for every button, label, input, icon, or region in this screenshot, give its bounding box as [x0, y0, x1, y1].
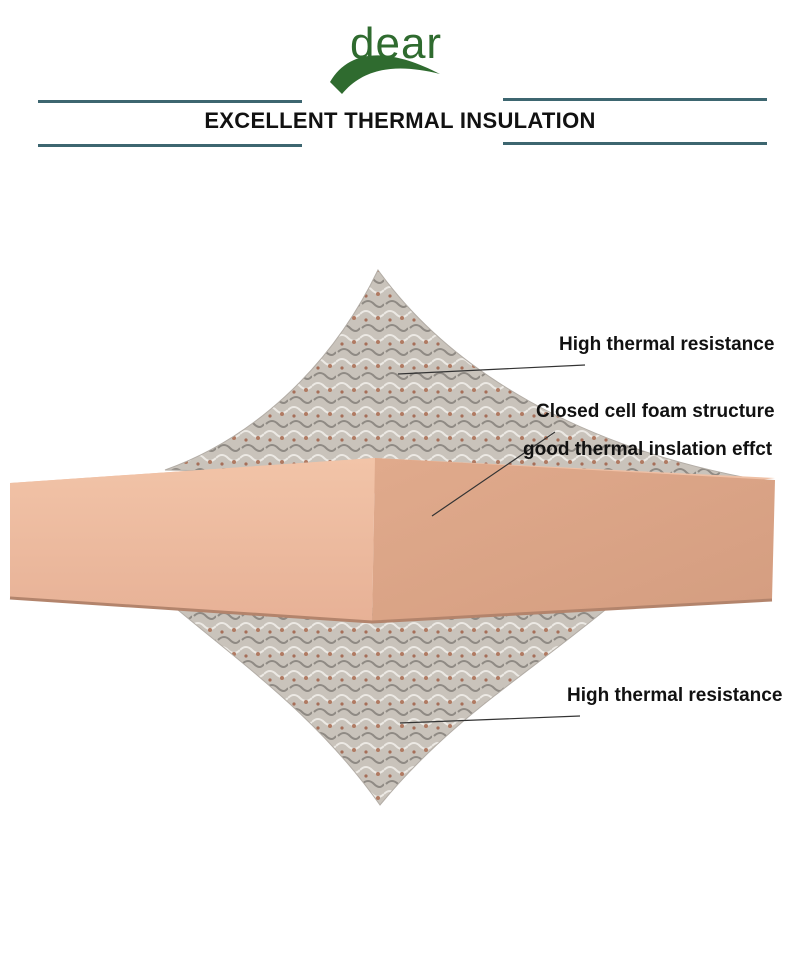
logo-leaf-icon: [330, 55, 440, 94]
callout-label-3: good thermal inslation effct: [523, 439, 773, 460]
callout-label-4: High thermal resistance: [567, 685, 783, 706]
callout-line-2: [431, 431, 556, 517]
foil-bottom: [176, 605, 612, 806]
foam-front-face: [10, 458, 375, 622]
foam-side-face: [372, 458, 775, 622]
header-rule-top-left: [38, 100, 302, 103]
header-rule-top-right: [503, 98, 767, 101]
logo-text: dear: [350, 19, 443, 68]
product-image: [9, 269, 775, 806]
page-title: EXCELLENT THERMAL INSULATION: [204, 108, 596, 133]
header-rule-bottom-left: [38, 144, 302, 147]
callout-line-1: [397, 364, 586, 375]
foam-bottom-edge: [9, 596, 773, 624]
header-rule-bottom-right: [503, 142, 767, 145]
callout-label-2: Closed cell foam structure: [536, 401, 775, 422]
brand-logo: [330, 55, 440, 94]
callout-label-1: High thermal resistance: [559, 334, 775, 355]
callout-line-3: [399, 715, 581, 724]
